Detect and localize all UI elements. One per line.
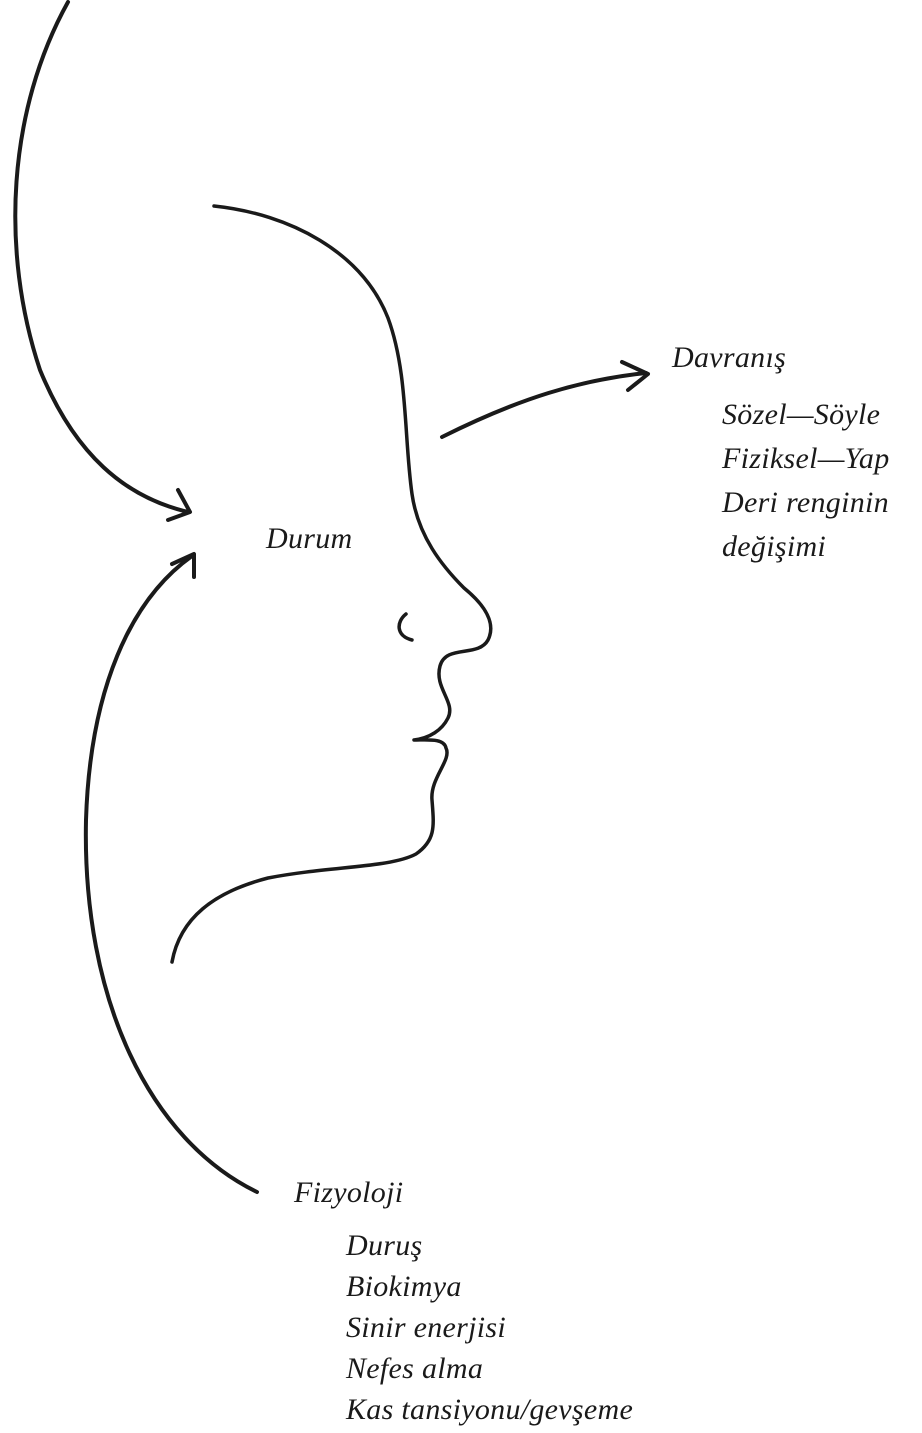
behavior-item-physical: Fiziksel—Yap [722,437,890,481]
physiology-item-breathing: Nefes alma [346,1348,633,1389]
input-arrow-bottom-curve [86,556,257,1192]
input-arrow-top-head [168,490,190,520]
output-arrow-curve [442,373,646,437]
physiology-item-muscle-tension: Kas tansiyonu/gevşeme [346,1389,633,1430]
face-profile-outline [172,206,491,962]
behavior-list: Sözel—Söyle Fiziksel—Yap Deri renginin d… [722,393,890,569]
behavior-item-skin-color: Deri renginin [722,481,890,525]
input-arrow-bottom-head [172,554,194,577]
physiology-item-posture: Duruş [346,1225,633,1266]
input-arrow-top-curve [15,2,188,512]
physiology-item-biochemistry: Biokimya [346,1266,633,1307]
behavior-heading: Davranış [672,343,786,373]
behavior-item-verbal: Sözel—Söyle [722,393,890,437]
physiology-list: Duruş Biokimya Sinir enerjisi Nefes alma… [346,1225,633,1430]
situation-label: Durum [266,524,353,554]
physiology-item-nerve-energy: Sinir enerjisi [346,1307,633,1348]
behavior-item-skin-color-cont: değişimi [722,525,890,569]
physiology-heading: Fizyoloji [294,1178,403,1208]
nostril-mark [399,614,412,640]
